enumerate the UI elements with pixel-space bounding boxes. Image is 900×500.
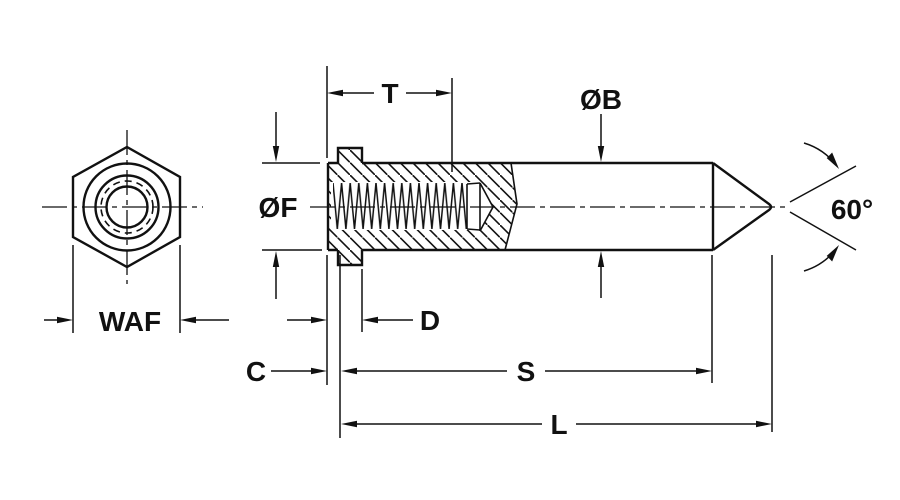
t-arrowhead-right xyxy=(436,89,452,97)
dim-c: C xyxy=(246,255,341,438)
dim-label-t: T xyxy=(381,78,398,109)
dim-s: S xyxy=(341,255,713,387)
dim-label-d: D xyxy=(420,305,440,336)
dim-dia-f: ØF xyxy=(259,112,322,299)
dim-label-dia-f: ØF xyxy=(259,192,298,223)
dia-b-arrowhead-bottom xyxy=(597,251,605,267)
dim-dia-b: ØB xyxy=(580,84,622,298)
thread-section xyxy=(333,183,467,229)
dim-label-s: S xyxy=(517,356,536,387)
dim-angle-60: 60° xyxy=(789,142,873,272)
waf-arrowhead-left xyxy=(57,316,73,324)
l-arrowhead-left xyxy=(341,420,357,428)
s-arrowhead-left xyxy=(341,367,357,375)
dim-label-l: L xyxy=(550,409,567,440)
d-arrowhead-left xyxy=(311,316,327,324)
dia-f-arrowhead-bottom xyxy=(272,251,280,267)
c-extension-lines xyxy=(326,255,341,438)
dia-f-extension-lines xyxy=(262,162,322,251)
dim-label-dia-b: ØB xyxy=(580,84,622,115)
waf-arrowhead-right xyxy=(180,316,196,324)
t-arrowhead-left xyxy=(327,89,343,97)
waf-extension-lines xyxy=(72,245,181,333)
s-arrowhead-right xyxy=(696,367,712,375)
dim-waf: WAF xyxy=(44,245,229,337)
t-extension-lines xyxy=(326,66,453,172)
angle-reference-lines xyxy=(789,165,857,251)
angle-arrowhead-top xyxy=(826,152,839,169)
hex-end-view: WAF xyxy=(42,130,229,337)
dia-b-arrowhead-top xyxy=(597,146,605,162)
dim-l: L xyxy=(341,255,773,440)
angle-arrowhead-bottom xyxy=(826,245,839,262)
dim-label-waf: WAF xyxy=(99,306,161,337)
d-arrowhead-right xyxy=(362,316,378,324)
thread-runout xyxy=(466,182,481,231)
section-break-line xyxy=(504,162,518,251)
dim-label-angle: 60° xyxy=(831,194,873,225)
l-arrowhead-right xyxy=(756,420,772,428)
dim-t: T xyxy=(326,66,453,172)
dia-f-arrowhead-top xyxy=(272,146,280,162)
dim-d: D xyxy=(287,269,440,336)
dim-label-c: C xyxy=(246,356,266,387)
side-section-view: T ØB ØF D C xyxy=(246,66,873,440)
c-arrowhead-left xyxy=(311,367,327,375)
